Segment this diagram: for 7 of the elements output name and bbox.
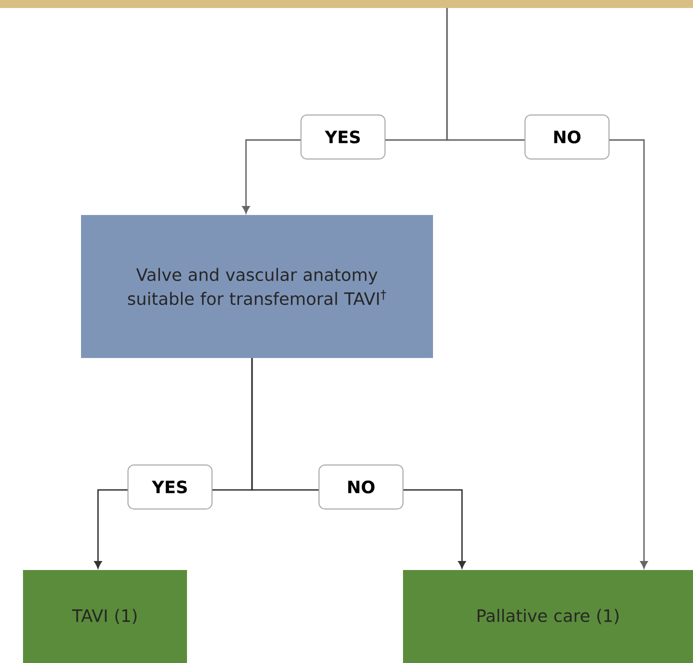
edge-label: NO: [318, 464, 404, 510]
outcome-box: Pallative care (1): [403, 570, 693, 663]
decision-box: Valve and vascular anatomy suitable for transfemoral TAVI$^{†}$: [81, 214, 433, 358]
edge-label: YES: [300, 114, 386, 160]
edge-label: YES: [128, 464, 212, 510]
edge-label: NO: [524, 114, 610, 160]
outcome-box: TAVI (1): [23, 570, 187, 663]
